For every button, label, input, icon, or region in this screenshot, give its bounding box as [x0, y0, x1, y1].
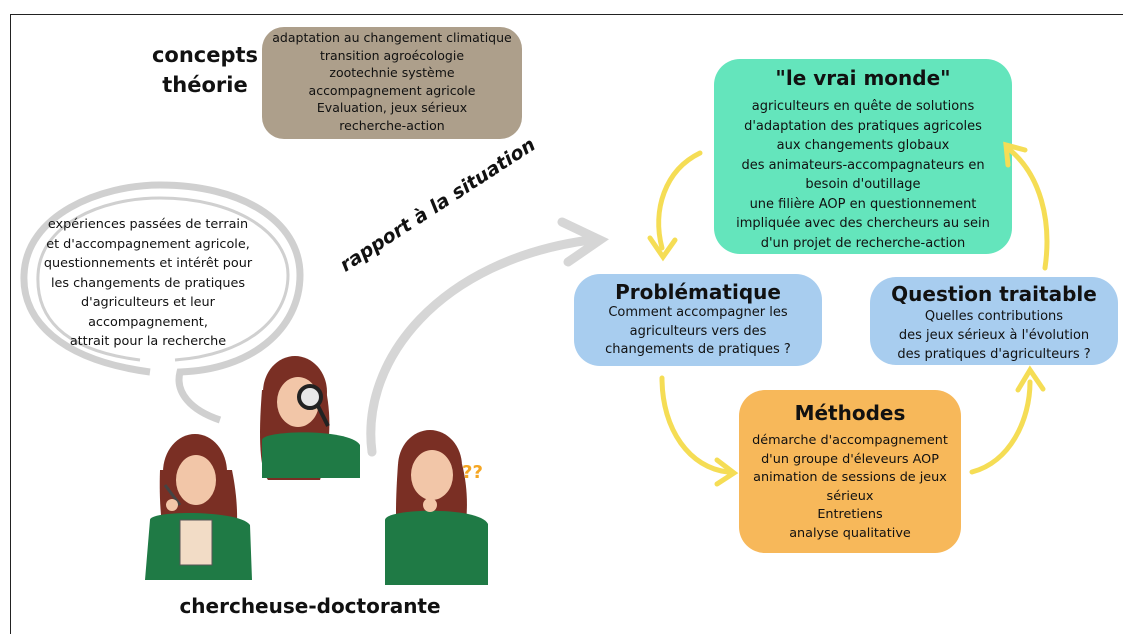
- vrai-monde-box: "le vrai monde" agriculteurs en quête de…: [714, 59, 1012, 254]
- text-line: agriculteurs en quête de solutions: [751, 99, 975, 114]
- text-line: d'adaptation des pratiques agricoles: [744, 118, 982, 134]
- text-line: et d'accompagnement agricole,: [46, 236, 250, 252]
- text-line: d'un projet de recherche-action: [760, 235, 966, 251]
- arrow-question-to-vrai: [1007, 147, 1050, 271]
- text-line: sérieux: [826, 488, 874, 504]
- text-line: expériences passées de terrain: [47, 217, 249, 232]
- text-line: les changements de pratiques: [50, 275, 246, 291]
- problematique-title: Problématique: [615, 280, 781, 304]
- diagram-frame: [10, 14, 1123, 634]
- vrai-monde-title: "le vrai monde": [775, 66, 951, 90]
- methodes-title: Méthodes: [794, 401, 906, 425]
- text-line: Comment accompagner les: [608, 305, 788, 320]
- concepts-box: adaptation au changement climatique trans…: [262, 27, 522, 139]
- text-line: accompagnement,: [88, 314, 208, 330]
- text-line: questionnements et intérêt pour: [43, 256, 253, 271]
- concepts-list: adaptation au changement climatique trans…: [262, 29, 522, 135]
- vrai-monde-body: agriculteurs en quête de solutions d'adap…: [714, 97, 1012, 253]
- question-marks: ??: [462, 462, 483, 483]
- text-line: changements de pratiques ?: [605, 342, 791, 357]
- question-traitable-body: Quelles contributions des jeux sérieux à …: [870, 307, 1118, 364]
- text-line: une filière AOP en questionnement: [749, 196, 977, 212]
- text-line: attrait pour la recherche: [69, 334, 227, 349]
- text-line: agriculteurs vers des: [629, 323, 767, 339]
- text-line: zootechnie système: [329, 65, 455, 81]
- text-line: besoin d'outillage: [805, 177, 921, 192]
- concepts-label: concepts théorie: [150, 40, 260, 100]
- methodes-body: démarche d'accompagnement d'un groupe d'é…: [739, 432, 961, 544]
- researcher-magnifier: [260, 356, 360, 480]
- problematique-body: Comment accompagner les agriculteurs vers…: [574, 304, 822, 360]
- arrowhead: [714, 457, 739, 487]
- question-traitable-title: Question traitable: [891, 282, 1097, 306]
- concepts-label-line: théorie: [162, 73, 248, 97]
- arrow-methodes-to-question: [969, 379, 1033, 475]
- question-traitable-box: Question traitable Quelles contributions…: [870, 277, 1118, 365]
- arrow-problematique-to-methodes: [659, 375, 731, 475]
- methodes-box: Méthodes démarche d'accompagnement d'un g…: [739, 390, 961, 553]
- thought-bubble: [20, 181, 304, 424]
- text-line: adaptation au changement climatique: [272, 30, 512, 45]
- arrowhead: [1003, 141, 1028, 168]
- text-line: d'agriculteurs et leur: [81, 295, 215, 310]
- researcher-thinking: ??: [385, 430, 488, 585]
- thought-bubble-text: expériences passées de terrain et d'accom…: [28, 215, 268, 352]
- text-line: animation de sessions de jeux: [753, 470, 947, 486]
- rapport-arrow: [366, 217, 609, 457]
- text-line: des pratiques d'agriculteurs ?: [897, 347, 1091, 362]
- arrowhead: [647, 235, 678, 262]
- arrow-vrai-to-problematique: [656, 150, 703, 251]
- researcher-writing: [145, 434, 252, 580]
- text-line: Evaluation, jeux sérieux: [316, 100, 468, 116]
- text-line: démarche d'accompagnement: [752, 433, 948, 448]
- text-line: Entretiens: [817, 507, 883, 523]
- text-line: d'un groupe d'éleveurs AOP: [761, 451, 939, 467]
- concepts-label-line: concepts: [151, 43, 259, 67]
- text-line: Quelles contributions: [924, 309, 1064, 324]
- researcher-label: chercheuse-doctorante: [179, 594, 441, 618]
- text-line: accompagnement agricole: [308, 82, 476, 98]
- text-line: transition agroécologie: [319, 47, 465, 63]
- text-line: aux changements globaux: [776, 138, 950, 153]
- text-line: des animateurs-accompagnateurs en: [741, 157, 985, 173]
- arrowhead: [1015, 365, 1046, 393]
- text-line: impliquée avec des chercheurs au sein: [736, 216, 990, 231]
- cycle-arrows: [647, 141, 1050, 487]
- problematique-box: Problématique Comment accompagner les agr…: [574, 274, 822, 366]
- text-line: des jeux sérieux à l'évolution: [898, 328, 1090, 343]
- text-line: recherche-action: [339, 117, 445, 133]
- researcher-illustrations: ??: [145, 356, 488, 585]
- text-line: analyse qualitative: [789, 525, 911, 541]
